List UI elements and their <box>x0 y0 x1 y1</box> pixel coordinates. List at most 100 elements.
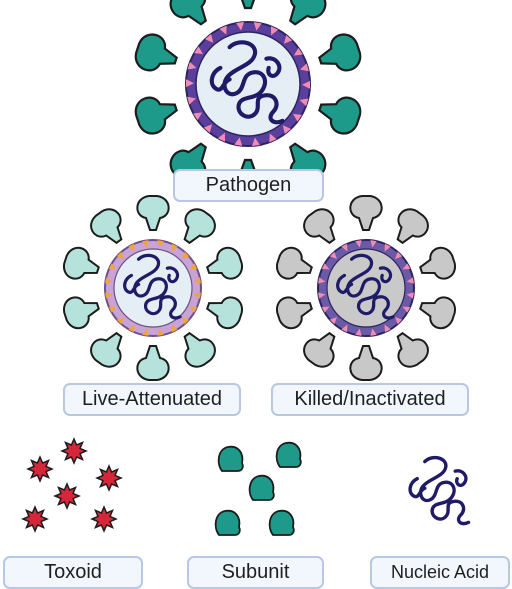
envelope-triangle <box>116 251 125 260</box>
spike-protein <box>298 324 346 373</box>
envelope-triangle <box>105 292 113 299</box>
spike-protein <box>130 29 183 79</box>
spike-protein <box>272 243 317 286</box>
envelope-triangle <box>217 132 226 142</box>
spike-protein <box>349 195 383 231</box>
envelope-triangle <box>406 292 414 299</box>
nucleic-acid-rna-icon <box>408 455 471 526</box>
envelope-triangle <box>270 26 279 36</box>
envelope-triangle <box>108 306 117 313</box>
subunit-proteins-icon <box>214 441 302 536</box>
spike-protein <box>130 89 183 139</box>
envelope-triangle <box>236 21 245 31</box>
envelope-triangle <box>402 306 411 313</box>
spike-protein <box>386 324 434 373</box>
toxoid-particles-icon <box>22 438 122 532</box>
spike-protein <box>136 345 170 381</box>
spike-protein <box>173 324 221 373</box>
toxoid-label: Toxoid <box>3 556 143 589</box>
envelope-triangle <box>321 306 330 313</box>
envelope-triangle <box>234 137 243 146</box>
envelope-triangle <box>189 263 198 270</box>
envelope-triangle <box>105 277 113 284</box>
spike-protein <box>349 345 383 381</box>
spike-protein <box>59 243 104 286</box>
envelope-triangle <box>251 137 260 147</box>
envelope-triangle <box>189 306 198 313</box>
envelope-triangle <box>406 277 414 284</box>
envelope-triangle <box>301 80 311 89</box>
subunit-label: Subunit <box>187 556 324 589</box>
envelope-triangle <box>370 328 377 336</box>
spike-protein <box>276 0 332 35</box>
envelope-triangle <box>341 324 348 333</box>
spike-protein <box>298 203 346 252</box>
nucleic-acid-label: Nucleic Acid <box>370 556 510 589</box>
spike-protein <box>415 290 460 333</box>
envelope-triangle <box>370 240 377 248</box>
envelope-triangle <box>283 35 293 44</box>
spike-protein <box>85 324 133 373</box>
envelope-triangle <box>384 243 391 252</box>
envelope-triangle <box>341 243 348 252</box>
envelope-triangle <box>205 33 214 43</box>
envelope-triangle <box>193 112 203 121</box>
envelope-triangle <box>203 124 213 133</box>
spike-protein <box>173 203 221 252</box>
envelope-triangle <box>128 324 135 333</box>
envelope-triangle <box>402 263 411 270</box>
envelope-triangle <box>108 263 117 270</box>
pathogen-virus-icon <box>130 0 366 202</box>
spike-protein <box>313 89 366 139</box>
envelope-triangle <box>193 292 201 299</box>
envelope-triangle <box>282 125 291 135</box>
envelope-triangle <box>299 98 309 107</box>
envelope-triangle <box>181 316 190 325</box>
envelope-triangle <box>185 79 195 88</box>
spike-protein <box>386 203 434 252</box>
envelope-triangle <box>157 328 164 336</box>
killed-inactivated-label: Killed/Inactivated <box>271 383 469 416</box>
envelope-triangle <box>128 243 135 252</box>
live-attenuated-virus-icon <box>59 195 247 381</box>
envelope-triangle <box>142 328 149 336</box>
envelope-triangle <box>293 113 302 122</box>
envelope-triangle <box>355 240 362 248</box>
envelope-triangle <box>394 316 403 325</box>
spike-protein <box>59 290 104 333</box>
envelope-triangle <box>269 133 277 143</box>
envelope-triangle <box>318 277 326 284</box>
envelope-triangle <box>321 263 330 270</box>
envelope-triangle <box>194 46 203 55</box>
spike-protein <box>85 203 133 252</box>
envelope-triangle <box>394 251 403 260</box>
envelope-triangle <box>219 25 227 35</box>
spike-protein <box>228 0 268 10</box>
envelope-triangle <box>293 47 303 56</box>
killed-inactivated-virus-icon <box>272 195 460 381</box>
envelope-triangle <box>329 316 338 325</box>
envelope-triangle <box>253 22 262 31</box>
envelope-triangle <box>171 324 178 333</box>
pathogen-label: Pathogen <box>173 169 324 202</box>
live-attenuated-label: Live-Attenuated <box>63 383 241 416</box>
spike-protein <box>313 29 366 79</box>
envelope-triangle <box>355 328 362 336</box>
envelope-triangle <box>116 316 125 325</box>
spike-protein <box>202 290 247 333</box>
spike-protein <box>202 243 247 286</box>
envelope-triangle <box>181 251 190 260</box>
spike-protein <box>136 195 170 231</box>
spike-protein <box>164 0 220 35</box>
envelope-triangle <box>187 96 196 105</box>
envelope-triangle <box>318 292 326 299</box>
spike-protein <box>415 243 460 286</box>
envelope-triangle <box>187 61 197 70</box>
envelope-triangle <box>300 63 309 72</box>
envelope-triangle <box>142 240 149 248</box>
envelope-triangle <box>171 243 178 252</box>
spike-protein <box>272 290 317 333</box>
envelope-triangle <box>329 251 338 260</box>
envelope-triangle <box>157 240 164 248</box>
